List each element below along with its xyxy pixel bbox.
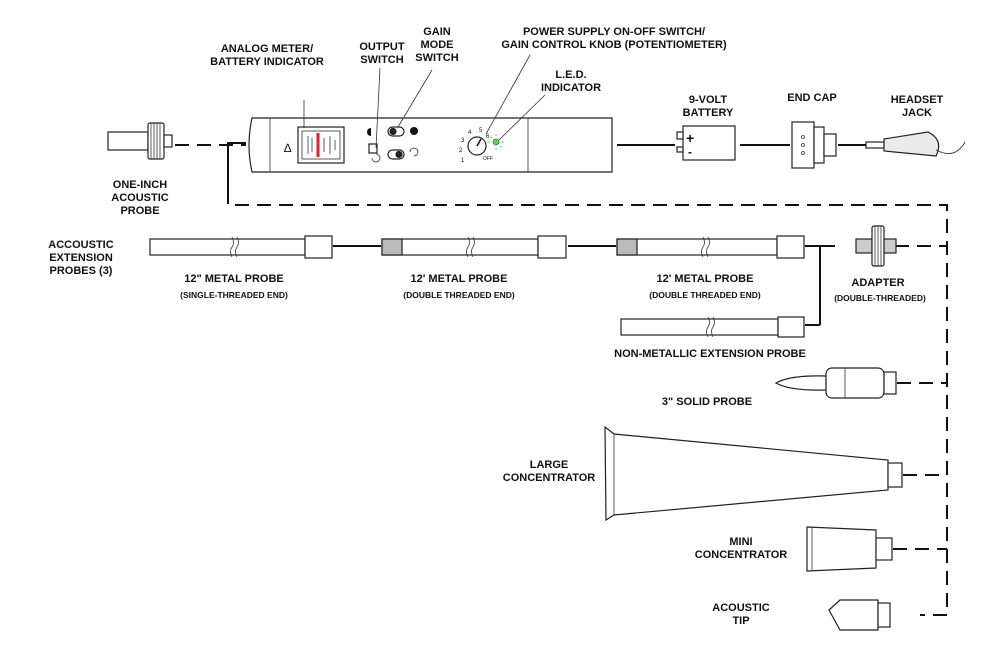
gain-mode-left-icon [367, 128, 371, 136]
dial-numbers: 1 2 3 4 5 6 OFF [459, 128, 493, 164]
output-switch-icon [368, 143, 378, 154]
probe-1-label: 12" METAL PROBE [184, 273, 284, 285]
one-inch-label-1: ONE-INCH [113, 179, 167, 191]
gain-mode-label-3: SWITCH [415, 52, 458, 64]
acoustic-tip-drawing [828, 599, 891, 631]
instrument-body: ∆ 1 2 3 4 5 6 OFF [248, 117, 613, 173]
gain-mode-label-2: MODE [421, 39, 454, 51]
probe-3-drawing [616, 235, 805, 259]
output-switch-label-2: SWITCH [360, 54, 403, 66]
one-inch-label-2: ACOUSTIC [111, 192, 169, 204]
solid-probe-label: 3" SOLID PROBE [662, 396, 752, 408]
battery-label-1: 9-VOLT [689, 94, 728, 106]
large-concentrator-label-1: LARGE [530, 459, 569, 471]
acoustic-tip-label-2: TIP [732, 615, 749, 627]
probe-1-sublabel: (SINGLE-THREADED END) [180, 290, 288, 300]
large-concentrator-label-2: CONCENTRATOR [503, 472, 596, 484]
led-indicator [488, 134, 504, 150]
adapter-drawing [855, 225, 897, 267]
probe-2-drawing [381, 235, 567, 259]
one-inch-label-3: PROBE [120, 205, 159, 217]
headset-label-1: HEADSET [891, 94, 944, 106]
end-cap-drawing [791, 121, 837, 169]
connector-lines [175, 142, 948, 616]
headset-jack-drawing [865, 131, 966, 157]
non-metallic-probe-drawing [620, 316, 805, 338]
analog-meter-label-2: BATTERY INDICATOR [210, 56, 324, 68]
svg-text:+: + [686, 130, 694, 146]
meter-mark: ∆ [284, 141, 292, 155]
leader-lines [303, 54, 546, 149]
power-supply-label-1: POWER SUPPLY ON-OFF SWITCH/ [523, 26, 705, 38]
end-cap-label: END CAP [787, 92, 837, 104]
gain-mode-label-1: GAIN [423, 26, 451, 38]
power-supply-label-2: GAIN CONTROL KNOB (POTENTIOMETER) [501, 39, 727, 51]
headset-label-2: JACK [902, 107, 932, 119]
svg-text:OFF: OFF [483, 156, 493, 162]
mini-concentrator-drawing [806, 526, 893, 572]
extension-probes-label-1: ACCOUSTIC [48, 239, 113, 251]
svg-text:1: 1 [461, 158, 465, 164]
battery-label-2: BATTERY [683, 107, 734, 119]
acoustic-tip-label-1: ACOUSTIC [712, 602, 770, 614]
svg-text:-: - [688, 145, 692, 159]
extension-probes-label-2: EXTENSION [49, 252, 113, 264]
extension-probes-label-3: PROBES (3) [50, 265, 113, 277]
probe-1-drawing [149, 235, 333, 259]
gain-mode-right-icon [410, 127, 418, 135]
svg-text:6: 6 [486, 134, 490, 140]
large-concentrator-drawing [604, 425, 903, 522]
mini-concentrator-label-2: CONCENTRATOR [695, 549, 788, 561]
non-metallic-label: NON-METALLIC EXTENSION PROBE [614, 348, 806, 360]
svg-text:4: 4 [468, 130, 472, 136]
probe-2-sublabel: (DOUBLE THREADED END) [403, 290, 515, 300]
mini-concentrator-label-1: MINI [729, 536, 752, 548]
solid-probe-drawing [774, 367, 897, 399]
probe-3-label: 12' METAL PROBE [657, 273, 754, 285]
led-label-1: L.E.D. [555, 69, 586, 81]
one-inch-probe-drawing [107, 122, 173, 160]
analog-meter [297, 126, 345, 164]
probe-3-sublabel: (DOUBLE THREADED END) [649, 290, 761, 300]
svg-text:2: 2 [459, 148, 463, 154]
adapter-label: ADAPTER [851, 277, 904, 289]
adapter-sublabel: (DOUBLE-THREADED) [834, 293, 926, 303]
probe-2-label: 12' METAL PROBE [411, 273, 508, 285]
battery-drawing: + - [676, 125, 736, 161]
led-label-2: INDICATOR [541, 82, 601, 94]
svg-text:3: 3 [461, 138, 465, 144]
output-switch-label-1: OUTPUT [359, 41, 405, 53]
analog-meter-label-1: ANALOG METER/ [221, 43, 313, 55]
svg-text:5: 5 [479, 128, 483, 134]
